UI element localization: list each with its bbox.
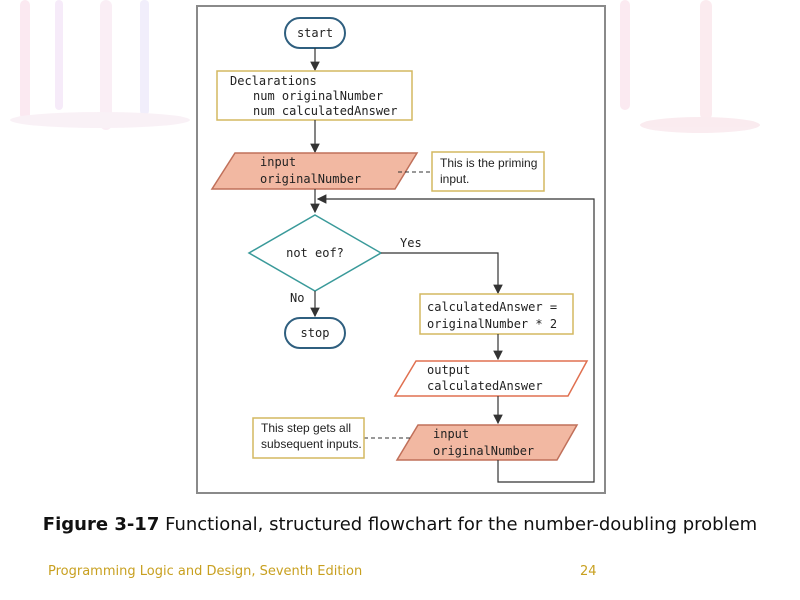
declarations-box: Declarations num originalNumber num calc… [216,70,413,121]
decision-label: not eof? [286,246,344,260]
output-parallelogram: output calculatedAnswer [393,360,589,397]
loop-input-variable: originalNumber [433,444,534,458]
page-number: 24 [580,564,597,579]
declaration-calculated: num calculatedAnswer [253,104,398,118]
stop-label: stop [301,326,330,340]
priming-input-variable: originalNumber [260,172,361,186]
eof-decision: not eof? [247,214,383,292]
figure-caption: Figure 3-17 Functional, structured flowc… [30,513,770,537]
yes-label: Yes [400,236,422,250]
loop-back-arrow [316,194,595,483]
loop-note-line1: This step gets all [261,421,351,435]
priming-note: This is the priming input. [431,151,545,192]
footer-book-title: Programming Logic and Design, Seventh Ed… [48,564,363,579]
start-label: start [297,26,333,40]
calculation-line2: originalNumber * 2 [427,317,557,331]
no-label: No [290,291,304,305]
loop-note-line2: subsequent inputs. [261,437,362,451]
declarations-title: Declarations [230,74,317,88]
loop-note: This step gets all subsequent inputs. [252,417,365,459]
priming-note-line1: This is the priming [440,156,537,170]
stop-terminal: stop [284,317,346,349]
output-variable: calculatedAnswer [427,379,543,393]
calculation-line1: calculatedAnswer = [427,300,557,314]
priming-note-line2: input. [440,172,469,186]
priming-input-keyword: input [260,155,296,169]
start-terminal: start [284,17,346,49]
declaration-original: num originalNumber [253,89,383,103]
calculation-box: calculatedAnswer = originalNumber * 2 [419,293,574,335]
output-keyword: output [427,363,470,377]
figure-number: Figure 3-17 [42,514,160,535]
loop-input-keyword: input [433,427,469,441]
priming-input-parallelogram: input originalNumber [210,152,419,190]
loop-input-parallelogram: input originalNumber [395,424,579,461]
caption-text: Functional, structured flowchart for the… [159,514,758,535]
